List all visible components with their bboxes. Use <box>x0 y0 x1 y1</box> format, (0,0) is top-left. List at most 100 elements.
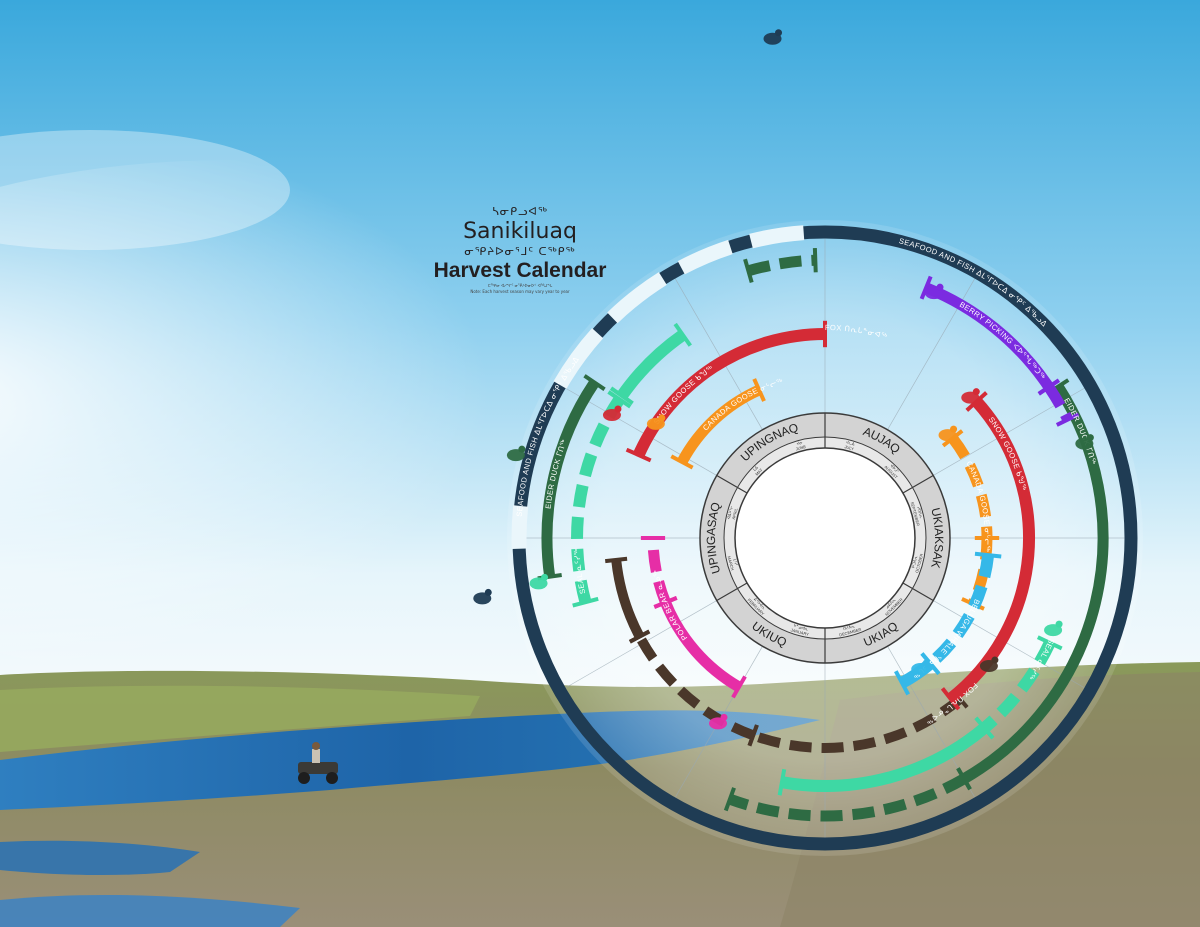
snow-goose-icon <box>961 388 980 404</box>
seafood-and-fish-arc-gap <box>677 239 733 275</box>
beluga-whale-arc <box>926 554 995 669</box>
seal-arc <box>571 395 625 604</box>
svg-text:ᒪᐃ: ᒪᐃ <box>752 465 759 472</box>
polar-bear-icon <box>709 713 728 730</box>
eider-duck-arc-cap <box>723 787 736 812</box>
calendar-syllabics: ᓂᕿᔨᐅᓂᕐᒧᑦ ᑕᖅᑭᖅ <box>464 245 576 258</box>
seal-arc-cap <box>609 386 634 405</box>
svg-text:MAY: MAY <box>754 467 764 477</box>
fox-icon <box>979 656 999 673</box>
svg-text:ᒫᑦᓯ: ᒫᑦᓯ <box>732 558 740 566</box>
season-divider <box>716 582 748 602</box>
seal-harvest <box>571 322 1063 796</box>
seal-arc-cap <box>777 768 787 796</box>
svg-text:ᓯᑎᐱᕆ: ᓯᑎᐱᕆ <box>916 506 924 519</box>
svg-text:JANUARY: JANUARY <box>790 627 810 637</box>
seafood-and-fish-arc-gap <box>553 328 604 389</box>
seafood-and-fish-arc-gap <box>607 272 667 324</box>
svg-text:APRIL: APRIL <box>731 507 739 520</box>
svg-text:JULY: JULY <box>844 444 855 451</box>
eider-duck-arc-cap <box>583 374 606 391</box>
pond <box>0 894 300 927</box>
seafood-and-fish-arc-gap <box>749 225 805 249</box>
fox-arc <box>751 695 964 753</box>
fish-icon <box>473 588 492 605</box>
note-syllabics: ᑕᖅᑭᓂ ᐊᓯᖏᑦ ᓂᕿᔨᐅᓂᐅᑉ ᐊᕐᕌᒍᖓ <box>487 283 553 288</box>
eider-duck-arc <box>746 254 816 277</box>
season-ring: UPINGNAQᒪᐃMAYᔫᓂJUNEAUJAQᔪᓚᐃJULYᐊᐅᒍᔅAUGUS… <box>699 412 951 664</box>
canada-goose-arc <box>948 434 993 539</box>
polar-bear-arc <box>660 600 742 692</box>
svg-text:OCTOBER: OCTOBER <box>914 553 924 573</box>
beluga-icon <box>911 659 930 676</box>
season-divider <box>716 474 748 494</box>
seal-icon <box>1044 620 1063 637</box>
svg-text:ᑎᓯᐱᕆ: ᑎᓯᐱᕆ <box>843 623 856 631</box>
fox-arc-cap <box>605 556 628 564</box>
seafood-and-fish-harvest <box>511 225 1138 851</box>
fox-harvest <box>605 556 969 753</box>
svg-text:ᐊᐅᒍᔅ: ᐊᐅᒍᔅ <box>889 463 900 474</box>
svg-text:ᔫᓂ: ᔫᓂ <box>796 439 804 446</box>
berry-picking-arc-cap <box>1037 378 1060 396</box>
snow-goose-arc-cap <box>940 687 961 711</box>
duck-icon <box>506 445 526 462</box>
seal-arc <box>980 640 1056 733</box>
fox-arc <box>611 559 645 639</box>
seafood-and-fish-arc-gap <box>511 505 529 549</box>
seal-arc <box>616 329 687 400</box>
polar-bear-arc-cap <box>731 675 747 699</box>
season-divider <box>902 474 934 494</box>
eider-duck-arc <box>541 379 600 578</box>
eider-duck-arc-cap <box>812 248 818 273</box>
atv-rider <box>298 742 338 784</box>
berry-picking-arc-cap <box>919 275 933 300</box>
note-text: Note: Each harvest season may vary year … <box>470 289 570 294</box>
calendar-title: Harvest Calendar <box>433 259 607 282</box>
pond <box>0 840 200 876</box>
season-divider <box>902 582 934 602</box>
seal-icon <box>529 573 549 590</box>
season-ukiaksak: UKIAKSAK <box>928 506 946 569</box>
beluga-whale-arc-cap <box>920 652 941 676</box>
seal-arc <box>780 723 989 792</box>
eider-duck-arc <box>728 774 967 822</box>
canada-goose-arc-cap <box>752 378 766 402</box>
seal-arc-cap <box>1036 635 1063 651</box>
polar-bear-harvest <box>640 536 747 699</box>
cloud <box>0 130 290 250</box>
svg-text:ᐊᐃᐳᕐᓕ: ᐊᐃᐳᕐᓕ <box>726 505 735 520</box>
berry-picking-arc-cap <box>1055 412 1080 427</box>
title-block: ᓴᓂᑭᓗᐊᖅ Sanikiluaq ᓂᕿᔨᐅᓂᕐᒧᑦ ᑕᖅᑭᖅ Harvest … <box>420 205 620 295</box>
canada-goose-icon <box>646 414 666 430</box>
canada-goose-icon <box>938 425 958 442</box>
fox-arc <box>635 634 755 740</box>
fish-icon <box>763 29 783 45</box>
svg-text:SEPTEMBER: SEPTEMBER <box>910 501 921 526</box>
seal-arc-cap <box>607 390 632 409</box>
season-upingasaq: UPINGASAQ <box>704 501 723 576</box>
svg-text:ᔪᓚᐃ: ᔪᓚᐃ <box>846 439 856 446</box>
polar-bear-arc <box>647 537 671 605</box>
place-name: Sanikiluaq <box>463 219 577 244</box>
canada-goose-arc-cap <box>670 454 694 470</box>
seal-arc-cap <box>673 322 692 347</box>
harvest-icons <box>473 29 1094 730</box>
canada-goose-arc <box>677 384 762 465</box>
svg-text:JUNE: JUNE <box>795 444 807 452</box>
seal-arc-cap <box>974 716 995 740</box>
berry-icon <box>925 283 944 300</box>
eider-duck-arc-cap <box>743 258 754 283</box>
svg-text:ᔭᓐᓄᐊᕆ: ᔭᓐᓄᐊᕆ <box>793 623 809 632</box>
fox-arc-cap <box>628 629 651 644</box>
svg-text:ᐅᑐᐱᕆ: ᐅᑐᐱᕆ <box>910 555 918 569</box>
